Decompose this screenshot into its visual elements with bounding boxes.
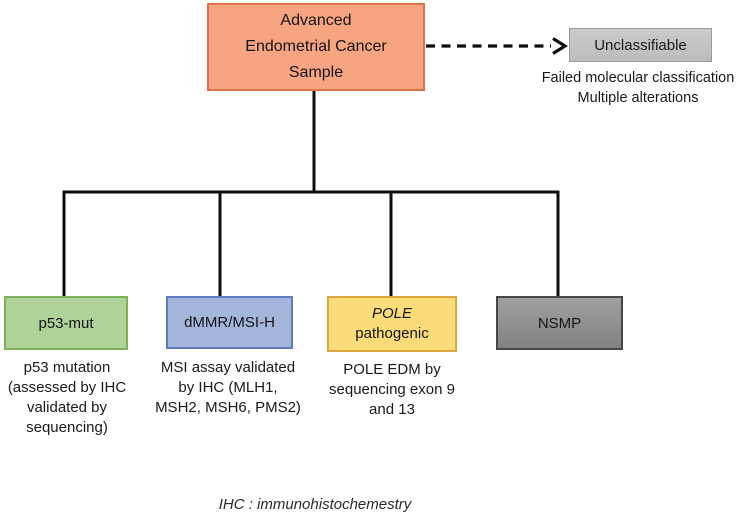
caption-line: POLE EDM by	[343, 361, 441, 378]
caption-line: p53 mutation	[23, 359, 111, 376]
caption-line: MSI assay validated	[160, 359, 296, 376]
branch-label-dmmr-msi-h: dMMR/MSI-H	[184, 314, 275, 331]
tree-connector-lines	[62, 89, 560, 296]
caption-line: (assessed by IHC	[7, 379, 127, 396]
arrowhead-icon	[552, 37, 569, 55]
caption-dmmr-msi-h: MSI assay validated by IHC (MLH1, MSH2, …	[150, 358, 306, 418]
branch-node-dmmr-msi-h: dMMR/MSI-H	[166, 296, 293, 349]
unclassifiable-note-line: Multiple alterations	[577, 90, 699, 106]
branch-label-p53-mut: p53-mut	[38, 314, 94, 332]
branch-node-pole-pathogenic: POLE pathogenic	[327, 296, 457, 352]
branch-label-nsmp: NSMP	[537, 314, 582, 332]
root-node-label-line: Sample	[288, 64, 344, 81]
unclassifiable-note-line: Failed molecular classification	[541, 70, 735, 86]
caption-line: MSH2, MSH6, PMS2)	[155, 399, 301, 416]
footnote-text: IHC : immunohistochemestry	[218, 496, 412, 513]
branch-label-pathogenic: pathogenic	[355, 325, 429, 342]
unclassifiable-note: Failed molecular classification Multiple…	[523, 68, 750, 108]
footnote-ihc-abbreviation: IHC : immunohistochemestry	[165, 496, 465, 513]
unclassifiable-node: Unclassifiable	[569, 28, 712, 62]
branch-node-p53-mut: p53-mut	[4, 296, 128, 350]
root-node-advanced-endometrial-cancer-sample: Advanced Endometrial Cancer Sample	[207, 3, 425, 91]
root-node-label-line: Advanced	[280, 12, 352, 29]
caption-line: by IHC (MLH1,	[178, 379, 278, 396]
branch-node-nsmp: NSMP	[496, 296, 623, 350]
caption-p53-mut: p53 mutation (assessed by IHC validated …	[0, 358, 134, 438]
caption-line: and 13	[369, 401, 415, 418]
caption-line: validated by	[26, 399, 108, 416]
caption-pole-pathogenic: POLE EDM by sequencing exon 9 and 13	[317, 360, 467, 420]
caption-line: sequencing exon 9	[329, 381, 455, 398]
root-node-label-line: Endometrial Cancer	[245, 38, 387, 55]
branch-label-pole: POLE	[371, 305, 413, 322]
caption-line: sequencing)	[26, 419, 108, 436]
unclassifiable-label: Unclassifiable	[594, 36, 687, 54]
